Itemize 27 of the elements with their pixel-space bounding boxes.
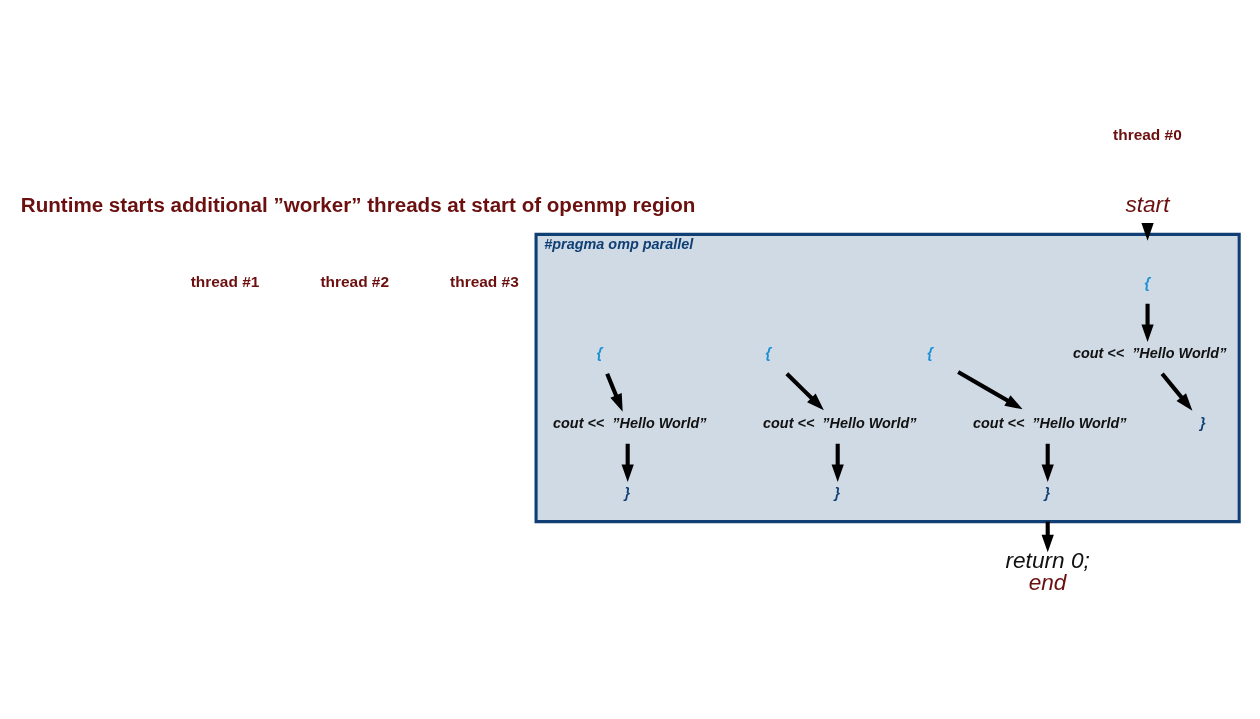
arrow bbox=[831, 443, 844, 483]
label: Runtime starts additional ”worker” threads at start of openmp region bbox=[20, 192, 696, 216]
node-text: { bbox=[1144, 274, 1151, 291]
arrow bbox=[605, 372, 623, 412]
label: thread #0 bbox=[1113, 126, 1182, 144]
arrow bbox=[785, 372, 824, 411]
node-text: } bbox=[1200, 414, 1206, 431]
arrow bbox=[957, 370, 1023, 410]
node-text: } bbox=[834, 484, 841, 501]
arrow bbox=[1141, 303, 1154, 343]
node-text: { bbox=[927, 344, 933, 361]
label: thread #2 bbox=[320, 273, 390, 291]
node-text: cout << ”Hello World” bbox=[763, 414, 917, 431]
label: thread #3 bbox=[450, 273, 519, 291]
node-text: cout << ”Hello World” bbox=[1072, 344, 1227, 361]
node-text: } bbox=[1044, 484, 1051, 501]
node-text: cout << ”Hello World” bbox=[973, 414, 1127, 431]
node-text: cout << ”Hello World” bbox=[553, 414, 707, 431]
label: thread #1 bbox=[190, 273, 260, 291]
arrow bbox=[1041, 443, 1054, 483]
node-text: start bbox=[1125, 192, 1170, 218]
node-text: { bbox=[765, 344, 772, 361]
arrow bbox=[621, 443, 634, 483]
node-text: { bbox=[596, 344, 603, 361]
node-text: } bbox=[624, 484, 631, 501]
arrow bbox=[1160, 372, 1193, 411]
node-text: return 0; end bbox=[1005, 547, 1090, 596]
